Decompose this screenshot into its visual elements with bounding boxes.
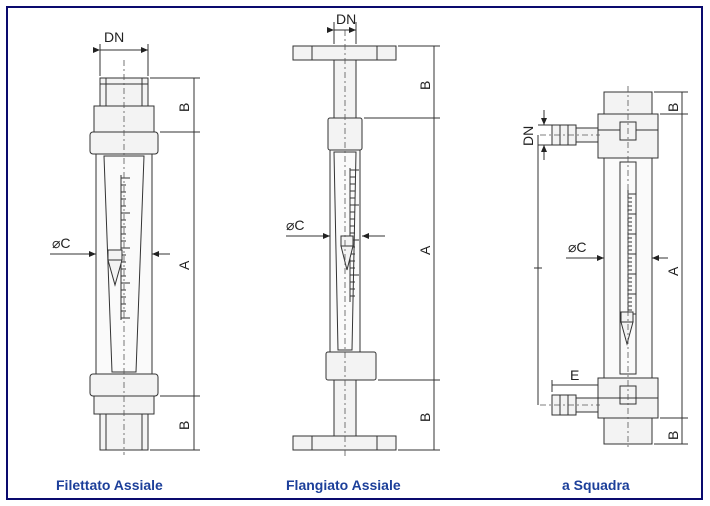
caption-flanged-axial: Flangiato Assiale — [286, 477, 401, 493]
c-label-threaded: ⌀C — [52, 235, 71, 251]
a-label-threaded: A — [176, 260, 192, 270]
caption-square: a Squadra — [562, 477, 630, 493]
b-label-square-bottom: B — [665, 431, 681, 440]
a-label-flanged: A — [417, 245, 433, 255]
square-scale — [628, 193, 636, 327]
flanged-axial-meter — [286, 22, 440, 456]
dn-label-flanged: DN — [336, 11, 356, 27]
b-label-flanged-top: B — [417, 81, 433, 90]
caption-threaded-axial: Filettato Assiale — [56, 477, 163, 493]
dn-label-square: DN — [520, 126, 536, 146]
b-label-threaded-top: B — [176, 103, 192, 112]
e-label-square: E — [570, 367, 579, 383]
a-label-square: A — [665, 266, 681, 276]
b-label-square-top: B — [665, 103, 681, 112]
threaded-axial-meter — [50, 44, 200, 455]
b-label-flanged-bottom: B — [417, 413, 433, 422]
c-label-square: ⌀C — [568, 239, 587, 255]
square-meter — [534, 86, 688, 450]
threaded-scale — [121, 177, 130, 319]
c-label-flanged: ⌀C — [286, 217, 305, 233]
dn-label-threaded: DN — [104, 29, 124, 45]
b-label-threaded-bottom: B — [176, 421, 192, 430]
